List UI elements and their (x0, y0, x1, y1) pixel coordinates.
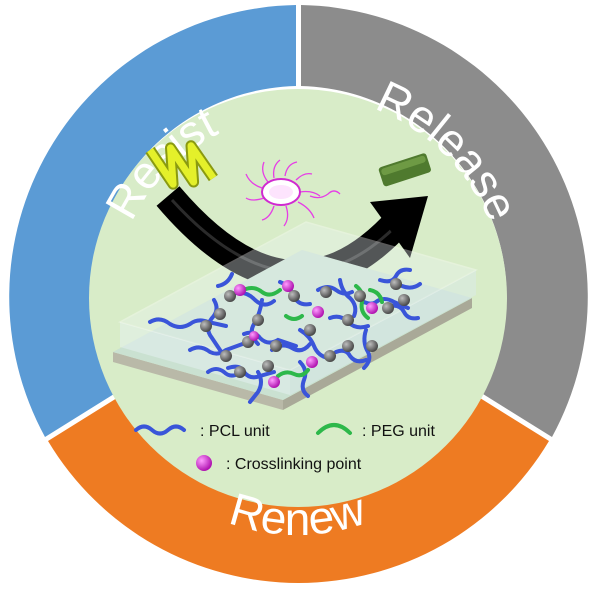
crosslinking-points (234, 280, 378, 388)
peg-legend-symbol (316, 423, 352, 435)
crosslink-legend-label: : Crosslinking point (226, 456, 362, 473)
peg-legend-label: : PEG unit (362, 423, 435, 440)
pcl-legend-label: : PCL unit (200, 423, 270, 440)
renew-segment (48, 398, 549, 583)
bacterium-icon (245, 159, 341, 227)
legend: : PCL unit : PEG unit : Crosslinking poi… (134, 423, 435, 473)
pcl-legend-symbol (134, 424, 186, 436)
network-nodes (200, 278, 410, 378)
green-rod-particle-icon (378, 153, 431, 187)
release-segment (301, 5, 588, 437)
resist-segment (9, 5, 297, 437)
crosslink-legend-symbol (196, 455, 212, 471)
polymer-network (148, 267, 422, 404)
yellow-spring-molecule-icon (145, 140, 218, 190)
